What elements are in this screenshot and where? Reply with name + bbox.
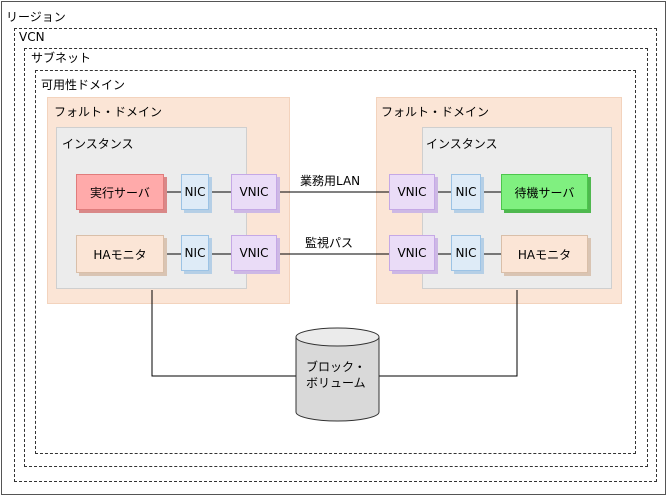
- vcn-label: VCN: [19, 30, 45, 44]
- vnic-left-monitor: VNIC: [231, 235, 277, 271]
- subnet-label: サブネット: [31, 51, 92, 65]
- instance-right-label: インスタンス: [426, 137, 498, 151]
- vcn-boundary: [14, 28, 657, 482]
- nic-left-business: NIC: [181, 174, 209, 210]
- nic-left-monitor: NIC: [181, 235, 209, 271]
- ha-monitor-left: HAモニタ: [76, 235, 164, 273]
- business-lan-label: 業務用LAN: [300, 174, 361, 188]
- ha-monitor-right: HAモニタ: [501, 235, 588, 273]
- vnic-right-business: VNIC: [389, 174, 435, 210]
- subnet-boundary: [24, 48, 648, 467]
- vnic-left-business: VNIC: [231, 174, 277, 210]
- availability-domain-boundary: [35, 70, 636, 454]
- monitoring-path-label: 監視パス: [305, 236, 354, 250]
- availability-domain-label: 可用性ドメイン: [41, 78, 126, 92]
- vnic-right-monitor: VNIC: [389, 235, 435, 271]
- fault-domain-right-label: フォルト・ドメイン: [381, 105, 490, 119]
- nic-right-monitor: NIC: [451, 235, 481, 271]
- standby-server: 待機サーバ: [501, 174, 588, 210]
- active-server: 実行サーバ: [76, 174, 164, 210]
- block-volume-label-line2: ボリューム: [306, 376, 366, 390]
- region-label: リージョン: [6, 10, 66, 24]
- block-volume-label-line1: ブロック・: [306, 360, 366, 374]
- instance-left-label: インスタンス: [62, 137, 134, 151]
- fault-domain-left-label: フォルト・ドメイン: [54, 105, 163, 119]
- block-volume: [295, 327, 380, 422]
- nic-right-business: NIC: [451, 174, 481, 210]
